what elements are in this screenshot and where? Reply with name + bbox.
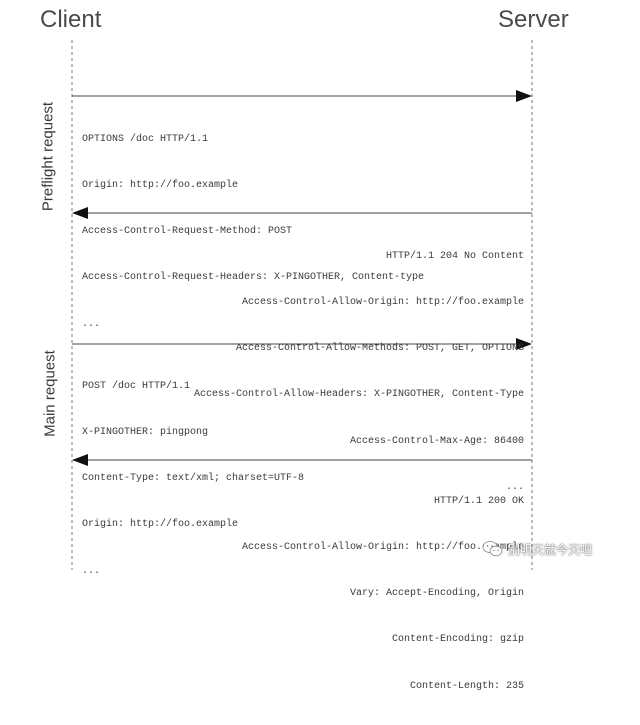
message-line: HTTP/1.1 200 OK (433, 495, 524, 507)
sequence-diagram: Client Server Preflight request Main req… (39, 6, 593, 692)
message-line: ... (82, 565, 101, 577)
message-line: Origin: http://foo.example (82, 180, 239, 192)
message-line: OPTIONS /doc HTTP/1.1 (82, 133, 209, 145)
message-line: Content-Encoding: gzip (391, 634, 524, 646)
main-request-message: POST /doc HTTP/1.1 X-PINGOTHER: pingpong… (82, 348, 304, 610)
arrow-main-response (72, 454, 532, 466)
main-response-message: HTTP/1.1 200 OK Access-Control-Allow-Ori… (242, 463, 524, 725)
message-line: Content-Type: text/xml; charset=UTF-8 (82, 473, 305, 485)
message-line: ... (505, 481, 524, 493)
message-line: HTTP/1.1 204 No Content (385, 250, 524, 262)
watermark-text: 别明天就今天吧 (508, 542, 593, 557)
message-line: Access-Control-Allow-Origin: http://foo.… (241, 542, 524, 554)
message-line: Access-Control-Request-Headers: X-PINGOT… (82, 272, 425, 284)
arrow-main-request (72, 338, 532, 350)
message-line: POST /doc HTTP/1.1 (82, 380, 191, 392)
main-request-label: Main request (41, 350, 59, 437)
message-line: Access-Control-Allow-Origin: http://foo.… (241, 297, 524, 309)
message-line: Access-Control-Allow-Headers: X-PINGOTHE… (193, 389, 524, 401)
message-line: Origin: http://foo.example (82, 519, 239, 531)
message-line: Access-Control-Request-Method: POST (82, 226, 293, 238)
message-line: Vary: Accept-Encoding, Origin (349, 588, 524, 600)
arrow-preflight-request (72, 90, 532, 102)
message-line: Content-Length: 235 (409, 680, 524, 692)
watermark: 别明天就今天吧 (482, 540, 592, 558)
server-title: Server (498, 6, 569, 33)
preflight-request-message: OPTIONS /doc HTTP/1.1 Origin: http://foo… (82, 101, 424, 363)
preflight-response-message: HTTP/1.1 204 No Content Access-Control-A… (194, 218, 524, 526)
message-line: Access-Control-Max-Age: 86400 (349, 435, 524, 447)
wechat-icon (482, 540, 504, 558)
message-line: X-PINGOTHER: pingpong (82, 427, 209, 439)
client-title: Client (40, 6, 102, 33)
message-line: ... (82, 318, 101, 330)
diagram-lines (71, 40, 533, 570)
preflight-request-label: Preflight request (39, 101, 57, 212)
arrow-preflight-response (72, 207, 532, 219)
message-line: Access-Control-Allow-Methods: POST, GET,… (235, 343, 524, 355)
